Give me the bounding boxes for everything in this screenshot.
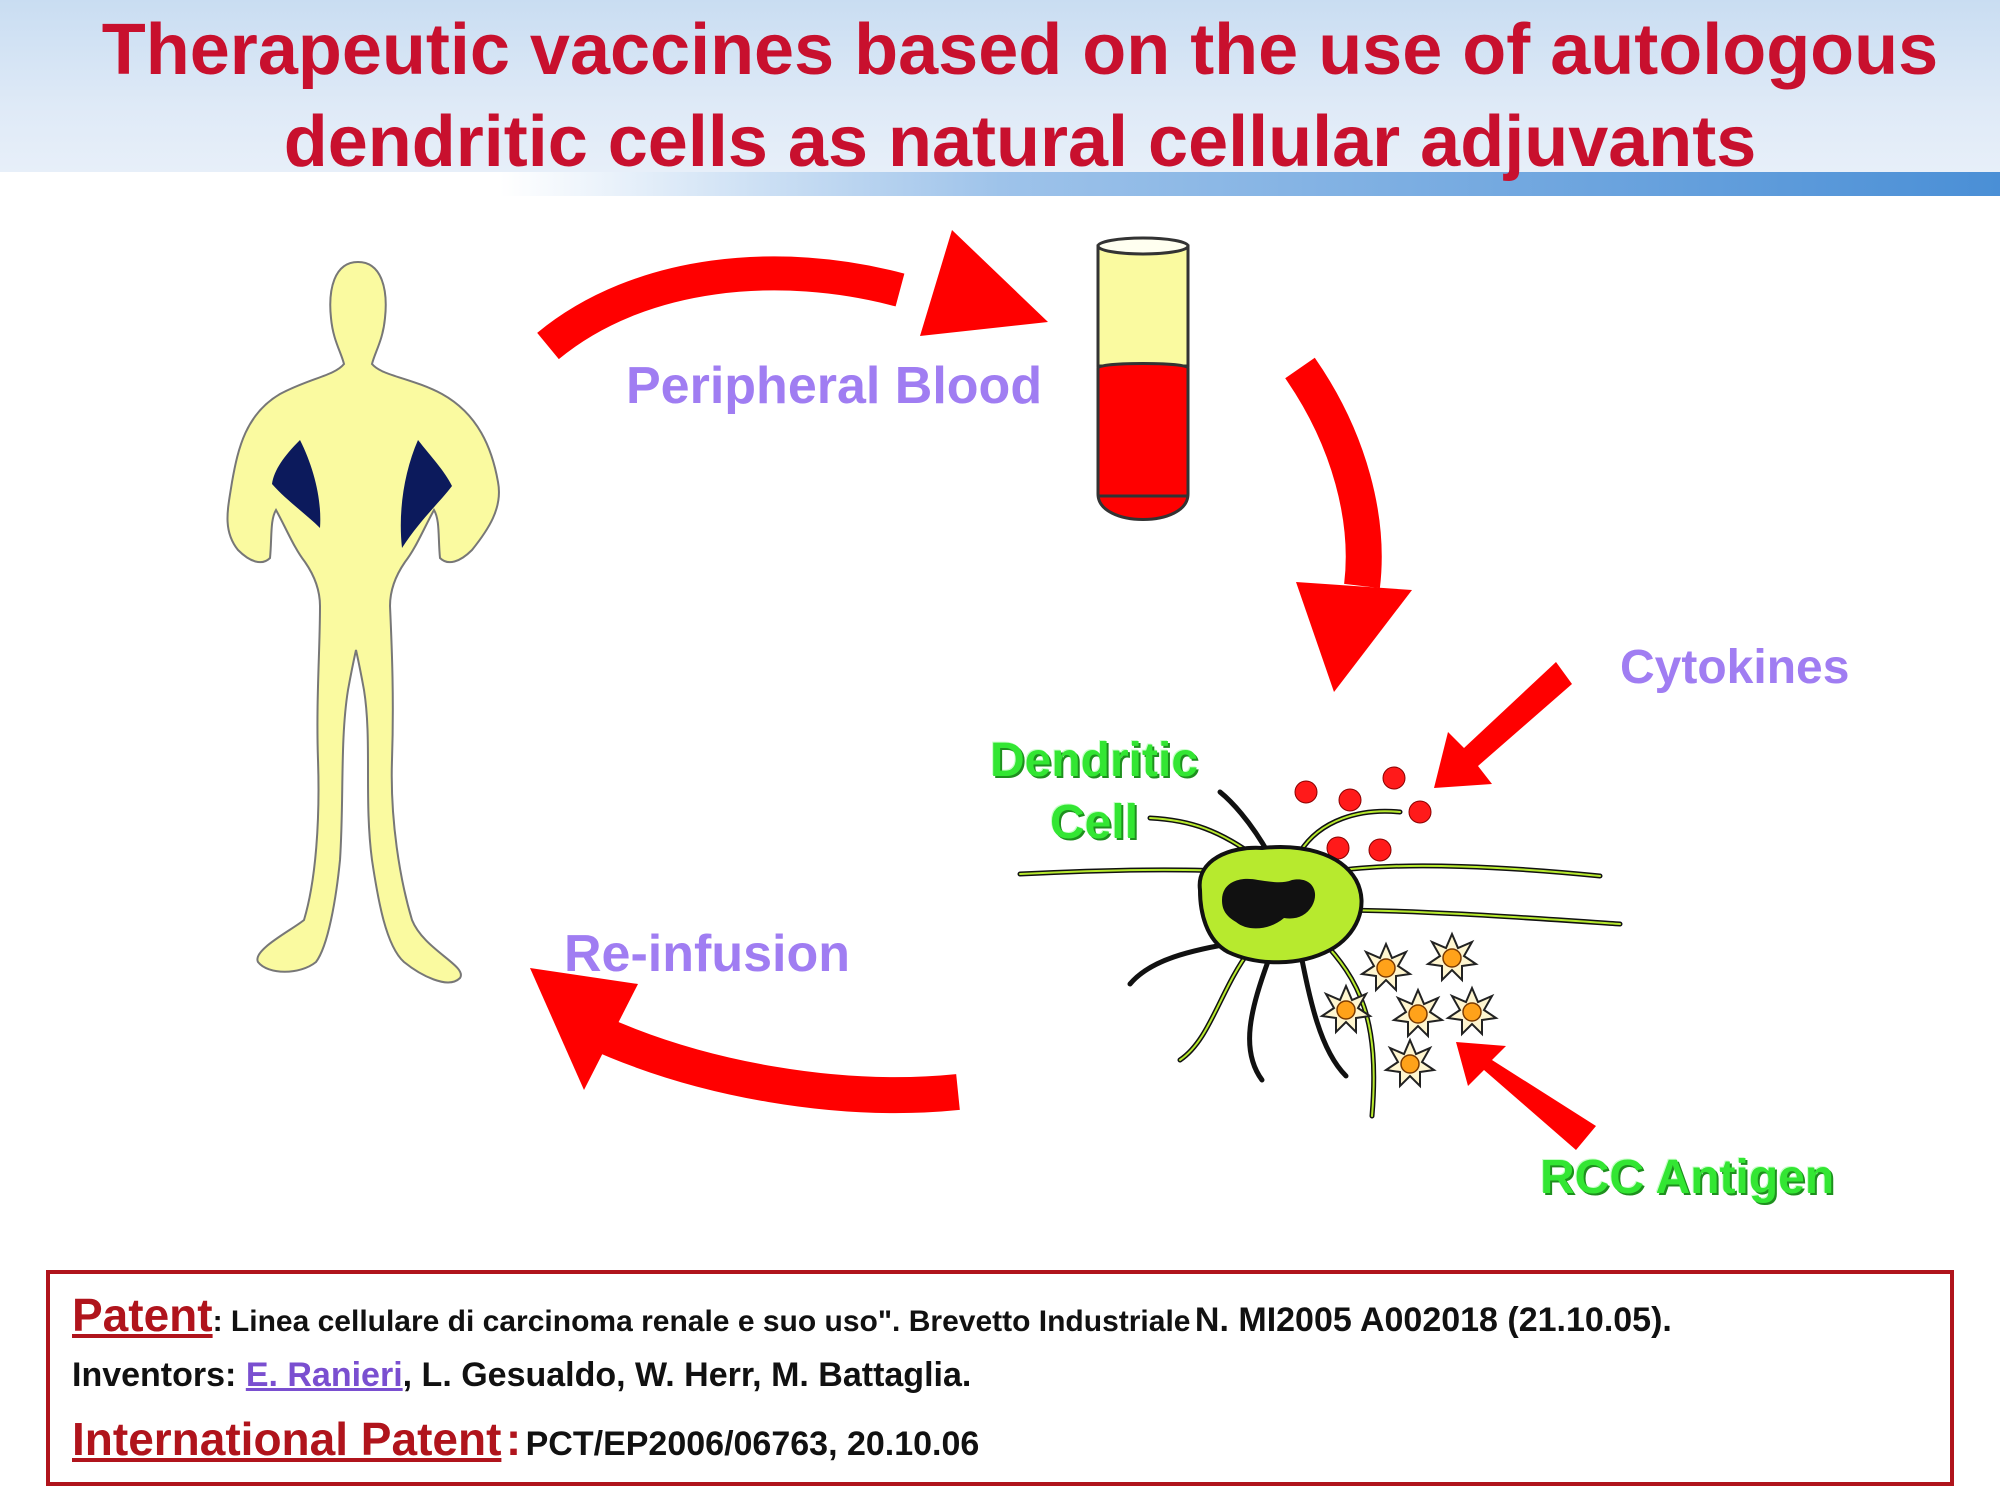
inventors-line: Inventors: E. Ranieri, L. Gesualdo, W. H…: [72, 1356, 971, 1395]
cytokine-dot: [1369, 839, 1391, 861]
cytokine-dot: [1409, 801, 1431, 823]
inventors-prefix: Inventors:: [72, 1356, 236, 1394]
patent-line: Patent: Linea cellulare di carcinoma ren…: [72, 1288, 1672, 1342]
antigen-particle: [1386, 1040, 1434, 1086]
blood-test-tube: [1098, 238, 1188, 520]
dendritic-cell-label: Dendritic Cell: [990, 730, 1198, 854]
patient-body: [228, 262, 499, 982]
rcc-antigen-arrow: [1456, 1042, 1596, 1150]
cytokines-arrow: [1434, 662, 1572, 788]
dendritic-cell-label-line-2: Cell: [990, 792, 1198, 854]
patent-number: N. MI2005 A002018 (21.10.05).: [1195, 1301, 1672, 1339]
reinfusion-arrow: [530, 968, 958, 1095]
international-patent-date: , 20.10.06: [828, 1425, 979, 1463]
antigen-particle: [1428, 934, 1476, 980]
international-patent-number: PCT/EP2006/06763: [526, 1425, 828, 1463]
international-patent-line: International Patent : PCT/EP2006/06763,…: [72, 1412, 979, 1466]
antigen-particle: [1448, 988, 1496, 1034]
antigen-particle: [1362, 944, 1410, 990]
reinfusion-label: Re-infusion: [564, 924, 850, 984]
cytokine-dot: [1383, 767, 1405, 789]
patent-info-box: Patent: Linea cellulare di carcinoma ren…: [46, 1270, 1954, 1486]
peripheral-blood-label: Peripheral Blood: [626, 356, 1042, 416]
international-patent-colon: :: [506, 1413, 521, 1465]
patient-figure: [228, 262, 499, 982]
cytokines-label: Cytokines: [1620, 640, 1849, 695]
dendritic-cell-label-line-1: Dendritic: [990, 730, 1198, 792]
cytokine-dot: [1339, 789, 1361, 811]
arrow-to-blood-tube: [548, 230, 1048, 346]
rcc-antigen-label: RCC Antigen: [1540, 1150, 1834, 1205]
inventors-rest: , L. Gesualdo, W. Herr, M. Battaglia.: [403, 1356, 972, 1394]
patent-description: : Linea cellulare di carcinoma renale e …: [213, 1305, 1191, 1338]
international-patent-heading: International Patent: [72, 1413, 501, 1465]
patent-heading: Patent: [72, 1289, 213, 1341]
arrow-to-dendritic-cell: [1296, 368, 1412, 692]
inventor-highlight: E. Ranieri: [246, 1356, 403, 1394]
cytokine-dot: [1295, 781, 1317, 803]
antigen-particle: [1394, 990, 1442, 1036]
